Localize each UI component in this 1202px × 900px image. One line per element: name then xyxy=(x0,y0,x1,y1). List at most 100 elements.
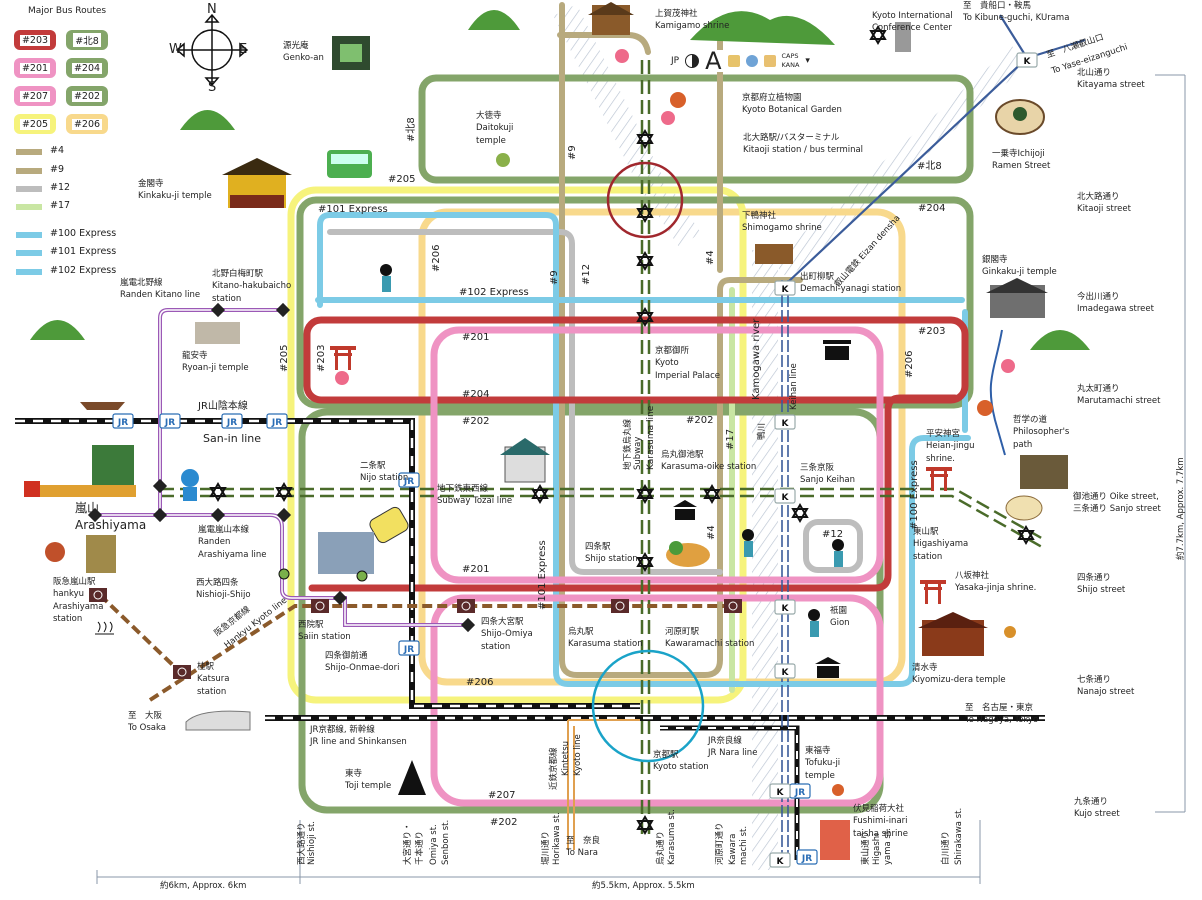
rail-line-label-line: 嵐電嵐山本線 xyxy=(198,525,250,535)
landmark-label-line: 京都御所 xyxy=(655,346,690,356)
randen-station-icon[interactable] xyxy=(276,507,292,523)
yudofu-pot-icon xyxy=(1005,495,1043,521)
street-label-vertical: machi st. xyxy=(739,825,749,865)
ime-dictionary-icon[interactable] xyxy=(727,55,740,67)
jr-station-icon[interactable]: JR xyxy=(796,849,818,865)
kitaoji-highlight-circle xyxy=(606,161,684,239)
subway-station-icon[interactable] xyxy=(275,482,293,502)
street-label-vertical: Omiya st. xyxy=(429,824,439,865)
kiyomizu-icon xyxy=(918,612,988,656)
ime-tool-icon[interactable] xyxy=(745,55,758,67)
subway-station-icon[interactable] xyxy=(636,129,654,149)
randen-station-icon[interactable] xyxy=(332,590,348,606)
legend-route-label: #203 xyxy=(19,34,51,46)
subway-station-icon[interactable] xyxy=(531,484,549,504)
subway-station-icon[interactable] xyxy=(869,25,887,45)
ime-options-icon[interactable]: ▾ xyxy=(805,56,810,66)
randen-station-icon[interactable] xyxy=(152,478,168,494)
randen-station-icon[interactable] xyxy=(87,507,103,523)
jr-station-icon[interactable]: JR xyxy=(221,413,243,429)
torii-gate-icon xyxy=(926,467,952,491)
jr-station-icon[interactable]: JR xyxy=(398,640,420,656)
keihan-station-icon[interactable]: K xyxy=(769,783,791,799)
hankyu-station-icon[interactable] xyxy=(89,588,107,602)
hankyu-station-icon[interactable] xyxy=(611,599,629,613)
hankyu-arashiyama-line xyxy=(98,593,182,674)
genkoan-window-icon xyxy=(332,36,370,70)
ime-mode-icon[interactable] xyxy=(685,54,700,68)
subway-station-icon[interactable] xyxy=(636,552,654,572)
svg-text:K: K xyxy=(777,857,785,867)
ime-caps[interactable]: CAPS xyxy=(781,52,799,60)
jr-station-icon[interactable]: JR xyxy=(789,783,811,799)
route-number-label: #201 xyxy=(462,564,490,575)
legend-line-label: #9 xyxy=(50,164,65,175)
keihan-station-icon[interactable]: K xyxy=(1016,52,1038,68)
imperial-palace-icon xyxy=(823,340,851,360)
mountain-icon xyxy=(1030,330,1090,350)
hankyu-station-icon[interactable] xyxy=(457,599,475,613)
jr-station-icon[interactable]: JR xyxy=(159,413,181,429)
subway-station-icon[interactable] xyxy=(636,307,654,327)
svg-text:K: K xyxy=(1024,57,1032,67)
randen-station-icon[interactable] xyxy=(210,302,226,318)
legend-line-swatch xyxy=(16,186,42,192)
randen-station-icon[interactable] xyxy=(460,617,476,633)
keihan-station-icon[interactable]: K xyxy=(774,280,796,296)
randen-station-icon[interactable] xyxy=(210,507,226,523)
keihan-station-icon[interactable]: K xyxy=(774,663,796,679)
legend-route-201: #201 xyxy=(14,58,56,78)
ime-input-mode[interactable]: A xyxy=(705,47,722,75)
keihan-station-icon[interactable]: K xyxy=(774,599,796,615)
street-label-vertical: 河原町通り xyxy=(715,822,725,865)
destination-label-line: To Nara xyxy=(566,848,598,859)
jr-station-icon[interactable]: JR xyxy=(112,413,134,429)
torii-gate-icon xyxy=(920,580,946,604)
keihan-station-icon[interactable]: K xyxy=(774,488,796,504)
subway-station-icon[interactable] xyxy=(636,484,654,504)
street-label-line: 御池通り Oike street, xyxy=(1073,492,1159,502)
subway-station-icon[interactable] xyxy=(636,203,654,223)
station-label-line: 烏丸駅 xyxy=(568,627,594,637)
randen-station-icon[interactable] xyxy=(152,507,168,523)
legend-line-label: #12 xyxy=(50,182,71,193)
ime-kana[interactable]: KANA xyxy=(781,61,800,69)
museum-icon xyxy=(673,500,697,520)
landmark-label-line: Kyoto Botanical Garden xyxy=(742,105,842,116)
landmark-label-line: 源光庵 xyxy=(283,41,309,51)
keihan-station-icon[interactable]: K xyxy=(769,852,791,868)
hankyu-station-icon[interactable] xyxy=(173,665,191,679)
randen-station-icon[interactable] xyxy=(275,302,291,318)
ime-pad-icon[interactable] xyxy=(763,55,776,67)
ime-language[interactable]: JP xyxy=(671,56,680,66)
hankyu-station-icon[interactable] xyxy=(311,599,329,613)
route-number-label: #204 xyxy=(462,389,490,400)
hankyu-station-icon[interactable] xyxy=(724,599,742,613)
legend-line-swatch xyxy=(16,149,42,155)
route-number-label: #12 xyxy=(581,263,592,285)
subway-station-icon[interactable] xyxy=(636,815,654,835)
keihan-station-icon[interactable]: K xyxy=(774,414,796,430)
subway-station-icon[interactable] xyxy=(703,484,721,504)
museum-icon xyxy=(815,657,841,678)
subway-station-icon[interactable] xyxy=(636,251,654,271)
route-number-label: #12 xyxy=(822,529,844,540)
jr-station-icon[interactable]: JR xyxy=(398,472,420,488)
jr-station-icon[interactable]: JR xyxy=(266,413,288,429)
ginkakuji-icon xyxy=(986,278,1048,318)
subway-station-icon[interactable] xyxy=(1017,525,1035,545)
subway-station-icon[interactable] xyxy=(791,503,809,523)
street-label-vertical: 千本通り xyxy=(415,830,425,865)
landmark-label-line: 下鴨神社 xyxy=(742,211,777,221)
route-number-label: #17 xyxy=(725,428,736,450)
subway-station-icon[interactable] xyxy=(209,482,227,502)
